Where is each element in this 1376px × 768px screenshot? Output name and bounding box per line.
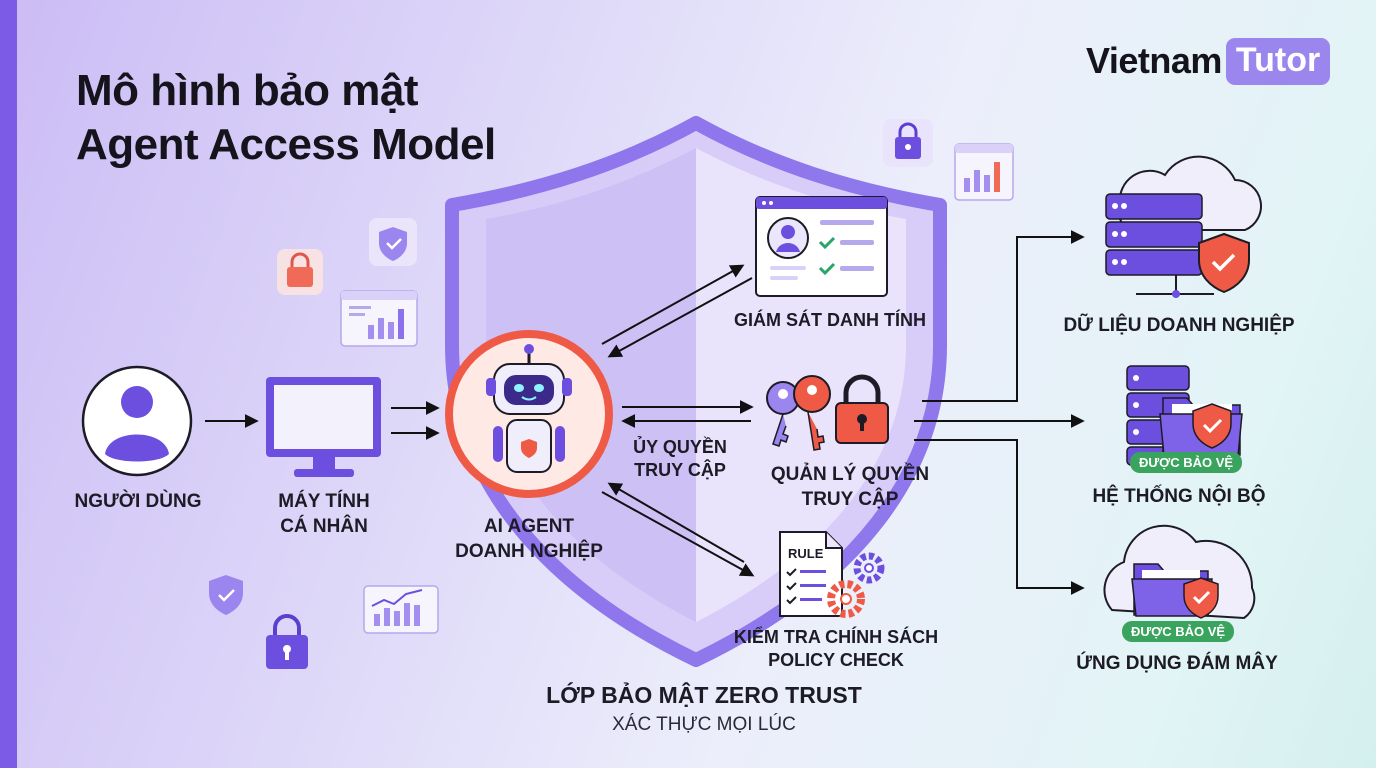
rule-doc-icon: RULE — [779, 531, 843, 617]
keys-icon — [766, 375, 831, 451]
rule-doc-label: RULE — [788, 546, 824, 561]
arrow-to-cloud — [914, 439, 1085, 595]
chart-icon-deco-3 — [363, 585, 439, 634]
arrow-agent-to-identity — [601, 264, 745, 345]
layer-subtitle: XÁC THỰC MỌI LÚC — [612, 714, 796, 735]
label-agent-line-1: AI AGENT — [483, 516, 575, 537]
label-access-line-1: QUẢN LÝ QUYỀN — [770, 464, 930, 485]
arrow-to-data — [922, 230, 1085, 402]
logo-text-tutor: Tutor — [1225, 37, 1331, 85]
id-card-icon — [755, 196, 888, 297]
title-line-2: Agent Access Model — [76, 120, 496, 169]
label-agent-line-2: DOANH NGHIỆP — [455, 541, 603, 562]
chart-icon-deco-1 — [340, 290, 418, 347]
shield-check-icon — [1198, 232, 1250, 294]
chart-icon-deco-2 — [954, 143, 1014, 201]
label-access-line-2: TRUY CẬP — [801, 489, 899, 510]
badge-cloud-protected: ĐƯỢC BẢO VỆ — [1122, 621, 1235, 642]
label-pc-line-2: CÁ NHÂN — [280, 516, 368, 537]
arrow-agent-to-policy — [601, 491, 755, 577]
folder-icon — [1159, 397, 1243, 457]
arrow-identity-to-agent — [607, 277, 753, 358]
label-user: NGƯỜI DÙNG — [74, 491, 202, 512]
label-policy: KIỂM TRA CHÍNH SÁCH POLICY CHECK — [716, 626, 956, 672]
server-icon — [1105, 155, 1262, 298]
layer-title: LỚP BẢO MẬT ZERO TRUST — [546, 682, 862, 708]
title-line-1: Mô hình bảo mật — [76, 66, 419, 115]
cloud-icon — [1103, 524, 1256, 620]
label-identity: GIÁM SÁT DANH TÍNH — [734, 310, 926, 330]
logo-text-vietnam: Vietnam — [1086, 40, 1222, 81]
user-icon — [81, 365, 193, 477]
lock-icon-deco-3 — [266, 614, 308, 669]
page-title: Mô hình bảo mật Agent Access Model — [76, 64, 496, 172]
badge-internal-protected: ĐƯỢC BẢO VỆ — [1130, 452, 1243, 473]
left-accent-bar — [0, 0, 17, 768]
gear-icon — [827, 552, 885, 618]
lock-icon-deco-2 — [883, 119, 933, 167]
label-data: DỮ LIỆU DOANH NGHIỆP — [1063, 315, 1295, 336]
monitor-icon — [266, 377, 381, 477]
label-delegate-line-2: TRUY CẬP — [634, 460, 726, 480]
label-delegate-line-1: ỦY QUYỀN — [633, 437, 727, 457]
label-agent: AI AGENT DOANH NGHIỆP — [429, 514, 629, 564]
label-internal: HỆ THỐNG NỘI BỘ — [1092, 486, 1266, 507]
label-cloud: ỨNG DỤNG ĐÁM MÂY — [1076, 653, 1278, 674]
padlock-icon — [835, 374, 889, 444]
flow-arrows — [205, 230, 1085, 595]
label-delegate: ỦY QUYỀN TRUY CẬP — [620, 436, 740, 482]
brand-logo: Vietnam Tutor — [1086, 36, 1331, 86]
label-pc-line-1: MÁY TÍNH — [278, 491, 370, 512]
robot-icon — [445, 330, 613, 498]
shield-icon-deco-1 — [369, 218, 417, 266]
lock-icon-deco-1 — [277, 249, 323, 295]
arrow-policy-to-agent — [607, 482, 745, 563]
shield-icon-deco-2 — [209, 575, 243, 615]
label-policy-line-2: POLICY CHECK — [768, 650, 904, 670]
label-policy-line-1: KIỂM TRA CHÍNH SÁCH — [733, 627, 939, 647]
label-access: QUẢN LÝ QUYỀN TRUY CẬP — [740, 462, 960, 512]
label-pc: MÁY TÍNH CÁ NHÂN — [249, 489, 399, 539]
